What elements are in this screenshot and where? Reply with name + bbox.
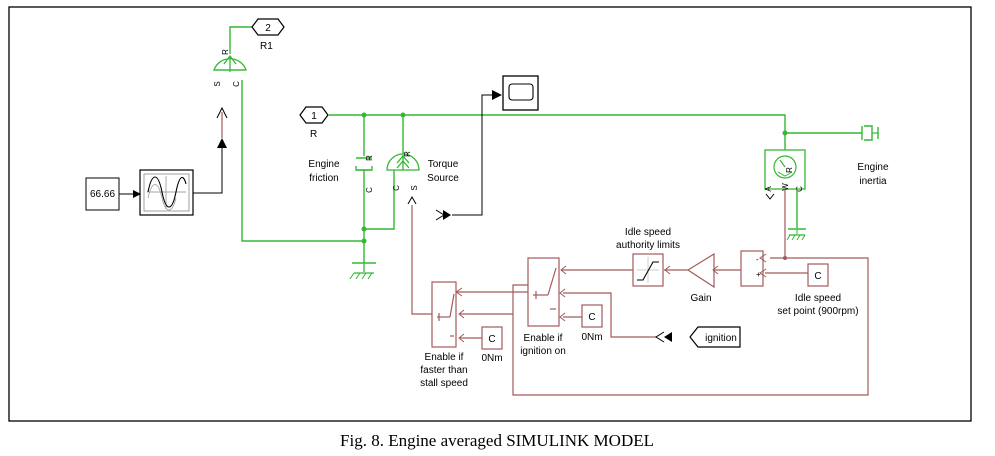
ignition-switch-label-1: Enable if [524,333,563,344]
connection-port-1[interactable]: 1 [299,106,329,124]
port-c-top: C [232,81,241,87]
port-r-top: R [221,49,230,55]
torque-port-c: C [392,185,401,191]
zero-torque-b-symbol: C [588,312,595,323]
idle-setpoint-symbol: C [814,271,821,282]
engine-inertia-label-1: Engine [857,162,889,173]
torque-source-label-1: Torque [428,159,459,170]
friction-port-c: C [365,187,374,193]
sum-port-plus: + [756,270,761,279]
constant-value: 66.66 [90,189,115,200]
stall-switch-label-1: Enable if [425,352,464,363]
saturation-block[interactable] [632,253,664,287]
zero-torque-const-a[interactable]: C [481,326,503,350]
idle-setpoint-block[interactable]: C [807,263,829,287]
zero-torque-a-symbol: C [488,334,495,345]
friction-port-r: R [365,155,374,161]
ignition-switch-block[interactable] [527,257,560,327]
ground-left [349,262,376,280]
port-2-label: R1 [260,41,273,52]
speed-sensor-block[interactable] [764,149,806,190]
port-1-label: R [310,129,317,140]
engine-inertia-label-2: inertia [859,176,887,187]
engine-friction-label-1: Engine [308,159,340,170]
zero-torque-a-label: 0Nm [481,353,502,364]
scope-block[interactable] [502,75,539,111]
stall-switch-label-3: stall speed [420,378,468,389]
connection-port-2[interactable]: 2 [251,18,285,36]
gain-block[interactable] [686,252,715,289]
port-s-top: S [213,81,222,86]
signal-arrow-up-open [216,106,228,119]
idle-setpoint-label-1: Idle speed [795,293,841,304]
ground-right [786,228,806,241]
sum-block[interactable] [740,250,764,287]
sine-wave-block[interactable] [139,169,194,216]
constant-block[interactable]: 66.66 [85,177,120,211]
port-2-number: 2 [265,23,271,34]
port-1-number: 1 [311,111,317,122]
gain-label: Gain [690,293,711,304]
engine-friction-label-2: friction [309,173,338,184]
ignition-switch-label-2: ignition on [520,346,566,357]
idle-limits-label-2: authority limits [616,240,680,251]
signal-arrow-up [217,138,227,148]
zero-torque-b-label: 0Nm [581,332,602,343]
sensor-port-w: W [781,183,790,191]
ignition-tag[interactable]: ignition [689,326,741,348]
torque-source-block[interactable] [386,153,420,171]
figure-caption: Fig. 8. Engine averaged SIMULINK MODEL [340,431,654,450]
sensor-port-c: C [795,186,804,192]
torque-port-s: S [410,185,419,190]
torque-port-r: R [403,151,412,157]
ps-speed-source[interactable] [213,54,247,78]
sum-port-minus: - [756,255,759,264]
zero-torque-const-b[interactable]: C [581,304,603,328]
sensor-port-a: A [764,186,773,192]
idle-limits-label-1: Idle speed [625,227,671,238]
figure-frame [8,6,972,422]
stall-switch-block[interactable] [431,281,457,348]
engine-inertia-block[interactable] [861,125,879,141]
stall-switch-label-2: faster than [420,365,467,376]
ignition-tag-label: ignition [705,333,737,344]
torque-source-label-2: Source [427,173,459,184]
idle-setpoint-label-2: set point (900rpm) [777,306,858,317]
sensor-port-r: R [785,167,794,173]
